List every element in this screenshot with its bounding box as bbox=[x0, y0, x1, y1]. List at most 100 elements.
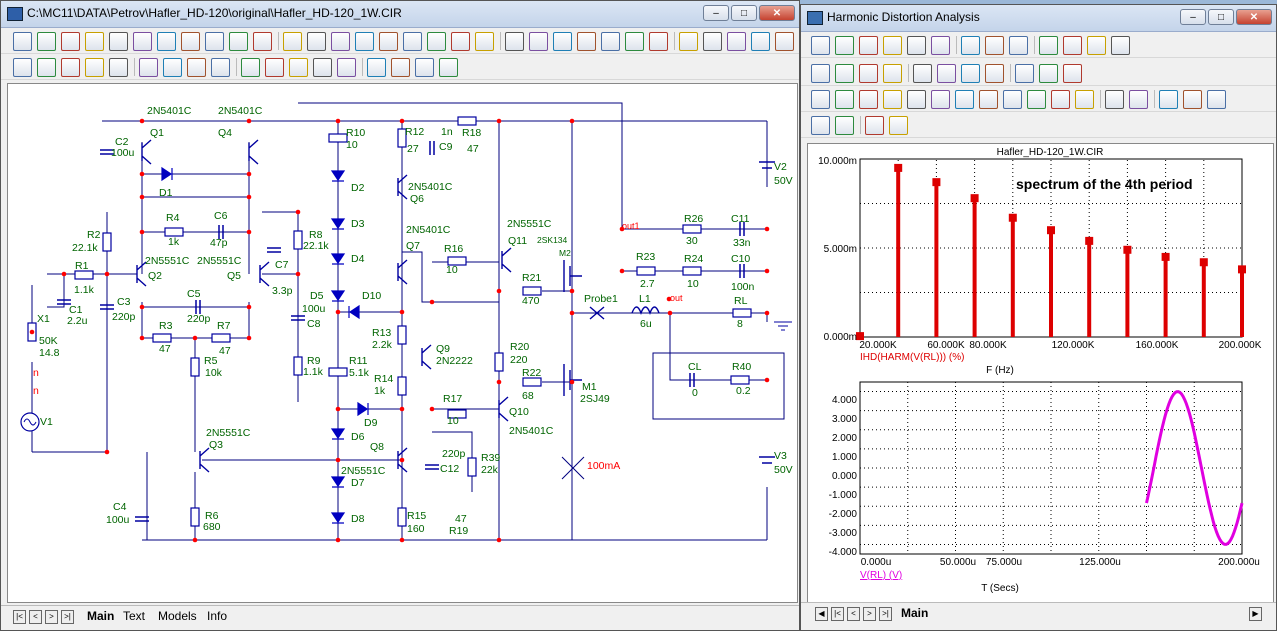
hda-scroll-left-button[interactable]: ◀ bbox=[815, 607, 828, 621]
toolbar-tool-icon[interactable] bbox=[703, 32, 722, 51]
toolbar-tool-icon[interactable] bbox=[205, 32, 224, 51]
toolbar-tool-icon[interactable] bbox=[811, 36, 830, 55]
toolbar-tool-icon[interactable] bbox=[811, 90, 830, 109]
maximize-button[interactable]: □ bbox=[731, 5, 757, 21]
toolbar-tool-icon[interactable] bbox=[451, 32, 470, 51]
toolbar-tool-icon[interactable] bbox=[913, 64, 932, 83]
toolbar-tool-icon[interactable] bbox=[907, 90, 926, 109]
toolbar-tool-icon[interactable] bbox=[181, 32, 200, 51]
toolbar-tool-icon[interactable] bbox=[601, 32, 620, 51]
toolbar-tool-icon[interactable] bbox=[625, 32, 644, 51]
first-page-button[interactable]: |< bbox=[13, 610, 26, 624]
toolbar-tool-icon[interactable] bbox=[1063, 64, 1082, 83]
toolbar-tool-icon[interactable] bbox=[1111, 36, 1130, 55]
hda-prev-page-button[interactable]: < bbox=[847, 607, 860, 621]
toolbar-tool-icon[interactable] bbox=[109, 58, 128, 77]
toolbar-tool-icon[interactable] bbox=[85, 32, 104, 51]
toolbar-tool-icon[interactable] bbox=[985, 36, 1004, 55]
prev-page-button[interactable]: < bbox=[29, 610, 42, 624]
toolbar-tool-icon[interactable] bbox=[1087, 36, 1106, 55]
toolbar-tool-icon[interactable] bbox=[229, 32, 248, 51]
toolbar-tool-icon[interactable] bbox=[1003, 90, 1022, 109]
toolbar-tool-icon[interactable] bbox=[985, 64, 1004, 83]
toolbar-tool-icon[interactable] bbox=[553, 32, 572, 51]
toolbar-tool-icon[interactable] bbox=[835, 36, 854, 55]
toolbar-tool-icon[interactable] bbox=[61, 32, 80, 51]
hda-first-page-button[interactable]: |< bbox=[831, 607, 844, 621]
toolbar-tool-icon[interactable] bbox=[403, 32, 422, 51]
toolbar-tool-icon[interactable] bbox=[1075, 90, 1094, 109]
toolbar-tool-icon[interactable] bbox=[577, 32, 596, 51]
toolbar-tool-icon[interactable] bbox=[775, 32, 794, 51]
toolbar-tool-icon[interactable] bbox=[1159, 90, 1178, 109]
toolbar-tool-icon[interactable] bbox=[439, 58, 458, 77]
toolbar-tool-icon[interactable] bbox=[1039, 64, 1058, 83]
hda-next-page-button[interactable]: > bbox=[863, 607, 876, 621]
toolbar-tool-icon[interactable] bbox=[133, 32, 152, 51]
toolbar-tool-icon[interactable] bbox=[811, 116, 830, 135]
hda-maximize-button[interactable]: □ bbox=[1208, 9, 1234, 25]
toolbar-tool-icon[interactable] bbox=[475, 32, 494, 51]
toolbar-tool-icon[interactable] bbox=[331, 32, 350, 51]
toolbar-tool-icon[interactable] bbox=[835, 90, 854, 109]
toolbar-tool-icon[interactable] bbox=[37, 58, 56, 77]
toolbar-tool-icon[interactable] bbox=[1207, 90, 1226, 109]
tab-main[interactable]: Main bbox=[87, 609, 115, 623]
tab-models[interactable]: Models bbox=[158, 609, 197, 623]
toolbar-tool-icon[interactable] bbox=[1009, 36, 1028, 55]
toolbar-tool-icon[interactable] bbox=[415, 58, 434, 77]
toolbar-tool-icon[interactable] bbox=[961, 64, 980, 83]
toolbar-tool-icon[interactable] bbox=[1015, 64, 1034, 83]
toolbar-tool-icon[interactable] bbox=[979, 90, 998, 109]
hda-scroll-right-button[interactable]: ▶ bbox=[1249, 607, 1262, 621]
toolbar-tool-icon[interactable] bbox=[859, 64, 878, 83]
hda-close-button[interactable]: ✕ bbox=[1236, 9, 1272, 25]
toolbar-tool-icon[interactable] bbox=[649, 32, 668, 51]
toolbar-tool-icon[interactable] bbox=[187, 58, 206, 77]
toolbar-tool-icon[interactable] bbox=[835, 116, 854, 135]
close-button[interactable]: ✕ bbox=[759, 5, 795, 21]
toolbar-tool-icon[interactable] bbox=[961, 36, 980, 55]
toolbar-tool-icon[interactable] bbox=[1063, 36, 1082, 55]
hda-last-page-button[interactable]: >| bbox=[879, 607, 892, 621]
toolbar-tool-icon[interactable] bbox=[307, 32, 326, 51]
toolbar-tool-icon[interactable] bbox=[1183, 90, 1202, 109]
toolbar-tool-icon[interactable] bbox=[1051, 90, 1070, 109]
toolbar-tool-icon[interactable] bbox=[211, 58, 230, 77]
toolbar-tool-icon[interactable] bbox=[391, 58, 410, 77]
toolbar-tool-icon[interactable] bbox=[157, 32, 176, 51]
toolbar-tool-icon[interactable] bbox=[859, 90, 878, 109]
toolbar-tool-icon[interactable] bbox=[907, 36, 926, 55]
toolbar-tool-icon[interactable] bbox=[379, 32, 398, 51]
toolbar-tool-icon[interactable] bbox=[253, 32, 272, 51]
toolbar-tool-icon[interactable] bbox=[283, 32, 302, 51]
toolbar-tool-icon[interactable] bbox=[313, 58, 332, 77]
toolbar-tool-icon[interactable] bbox=[889, 116, 908, 135]
hda-plot-area[interactable]: Hafler_HD-120_1W.CIR spectrum of the 4th… bbox=[807, 143, 1274, 605]
toolbar-tool-icon[interactable] bbox=[1027, 90, 1046, 109]
toolbar-tool-icon[interactable] bbox=[1105, 90, 1124, 109]
tab-info[interactable]: Info bbox=[207, 609, 228, 623]
toolbar-tool-icon[interactable] bbox=[337, 58, 356, 77]
toolbar-tool-icon[interactable] bbox=[727, 32, 746, 51]
toolbar-tool-icon[interactable] bbox=[367, 58, 386, 77]
toolbar-tool-icon[interactable] bbox=[289, 58, 308, 77]
toolbar-tool-icon[interactable] bbox=[955, 90, 974, 109]
tab-text[interactable]: Text bbox=[123, 609, 146, 623]
toolbar-tool-icon[interactable] bbox=[883, 64, 902, 83]
toolbar-tool-icon[interactable] bbox=[163, 58, 182, 77]
toolbar-tool-icon[interactable] bbox=[13, 32, 32, 51]
next-page-button[interactable]: > bbox=[45, 610, 58, 624]
toolbar-tool-icon[interactable] bbox=[427, 32, 446, 51]
toolbar-tool-icon[interactable] bbox=[931, 90, 950, 109]
toolbar-tool-icon[interactable] bbox=[835, 64, 854, 83]
toolbar-tool-icon[interactable] bbox=[529, 32, 548, 51]
toolbar-tool-icon[interactable] bbox=[859, 36, 878, 55]
toolbar-tool-icon[interactable] bbox=[931, 36, 950, 55]
hda-plots[interactable]: Hafler_HD-120_1W.CIR spectrum of the 4th… bbox=[808, 144, 1273, 604]
toolbar-tool-icon[interactable] bbox=[61, 58, 80, 77]
toolbar-tool-icon[interactable] bbox=[139, 58, 158, 77]
toolbar-tool-icon[interactable] bbox=[679, 32, 698, 51]
